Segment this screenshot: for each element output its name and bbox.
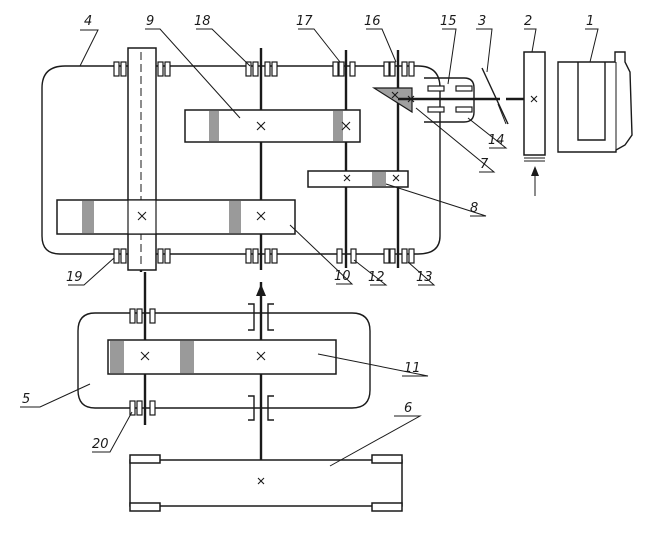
gear-9-right-mark <box>341 121 351 131</box>
belt-3-lower <box>497 103 507 125</box>
bearing-15-b <box>455 85 473 92</box>
upper-housing-outline <box>41 65 441 255</box>
label-13: 13 <box>416 270 433 285</box>
pulley-2 <box>523 51 546 156</box>
pulley-2-mark <box>530 95 538 103</box>
label-2: 2 <box>524 14 532 29</box>
label-1: 1 <box>586 14 594 29</box>
clutch-lower <box>248 395 274 421</box>
gear-11-hatch-left <box>110 341 124 373</box>
gear-8-hatch <box>372 172 386 186</box>
belt-3 <box>481 67 509 125</box>
bevel-gear-7-mark <box>391 91 399 99</box>
drum-6-mark <box>257 477 265 485</box>
drum-6-flange-right-b <box>371 502 403 512</box>
bearing-14-a <box>427 106 445 113</box>
force-arrow-head <box>531 166 539 176</box>
motor-1 <box>557 51 633 153</box>
labels: 1 2 3 15 16 17 18 9 4 14 7 8 10 12 13 19… <box>22 14 594 452</box>
lower-housing-outline <box>77 312 371 409</box>
drum-6-flange-left <box>129 454 161 464</box>
label-19: 19 <box>66 270 83 285</box>
gear-10-hatch-left <box>82 201 94 233</box>
gear-10 <box>56 199 296 235</box>
label-4: 4 <box>84 14 92 29</box>
label-5: 5 <box>22 392 30 407</box>
label-11: 11 <box>404 361 421 376</box>
gear-10-shaft-gap <box>127 199 157 235</box>
label-16: 16 <box>364 14 381 29</box>
label-3: 3 <box>478 14 486 29</box>
gear-10-left-mark <box>137 211 147 221</box>
drum-6 <box>129 459 403 507</box>
gear-10-right-mark <box>256 211 266 221</box>
bearings-top-row <box>113 61 415 77</box>
gear-11-hatch-mid <box>180 341 194 373</box>
drum-6-flange-left-b <box>129 502 161 512</box>
main-shaft-housing <box>127 47 157 271</box>
gear-11-right-mark <box>256 351 266 361</box>
gear-10-hatch-mid <box>229 201 241 233</box>
gear-11-left-mark <box>140 351 150 361</box>
label-15: 15 <box>440 14 457 29</box>
label-8: 8 <box>470 201 478 216</box>
label-18: 18 <box>194 14 211 29</box>
drum-6-flange-right <box>371 454 403 464</box>
motor-1-inner <box>577 62 606 141</box>
gear-9-center-mark <box>256 121 266 131</box>
bearing-14-b <box>455 106 473 113</box>
label-20: 20 <box>92 437 109 452</box>
label-14: 14 <box>488 133 505 148</box>
gear-8-right-mark <box>392 174 400 182</box>
label-10: 10 <box>334 269 351 284</box>
clutch-upper <box>248 284 274 331</box>
bearing-15-a <box>427 85 445 92</box>
gear-8 <box>307 170 409 188</box>
bearings-bottom-row <box>113 248 415 264</box>
label-9: 9 <box>146 14 154 29</box>
input-bearing-housing <box>424 77 475 123</box>
leader-lines <box>20 28 599 467</box>
label-7: 7 <box>480 157 489 172</box>
label-12: 12 <box>368 270 385 285</box>
gear-9-hatch-left <box>209 111 219 141</box>
gear-8-center-mark <box>343 174 351 182</box>
bearings-lower-housing <box>129 308 156 416</box>
gear-9-hatch-right <box>333 111 343 141</box>
label-6: 6 <box>404 401 412 416</box>
gear-11 <box>107 339 337 375</box>
label-17: 17 <box>296 14 313 29</box>
